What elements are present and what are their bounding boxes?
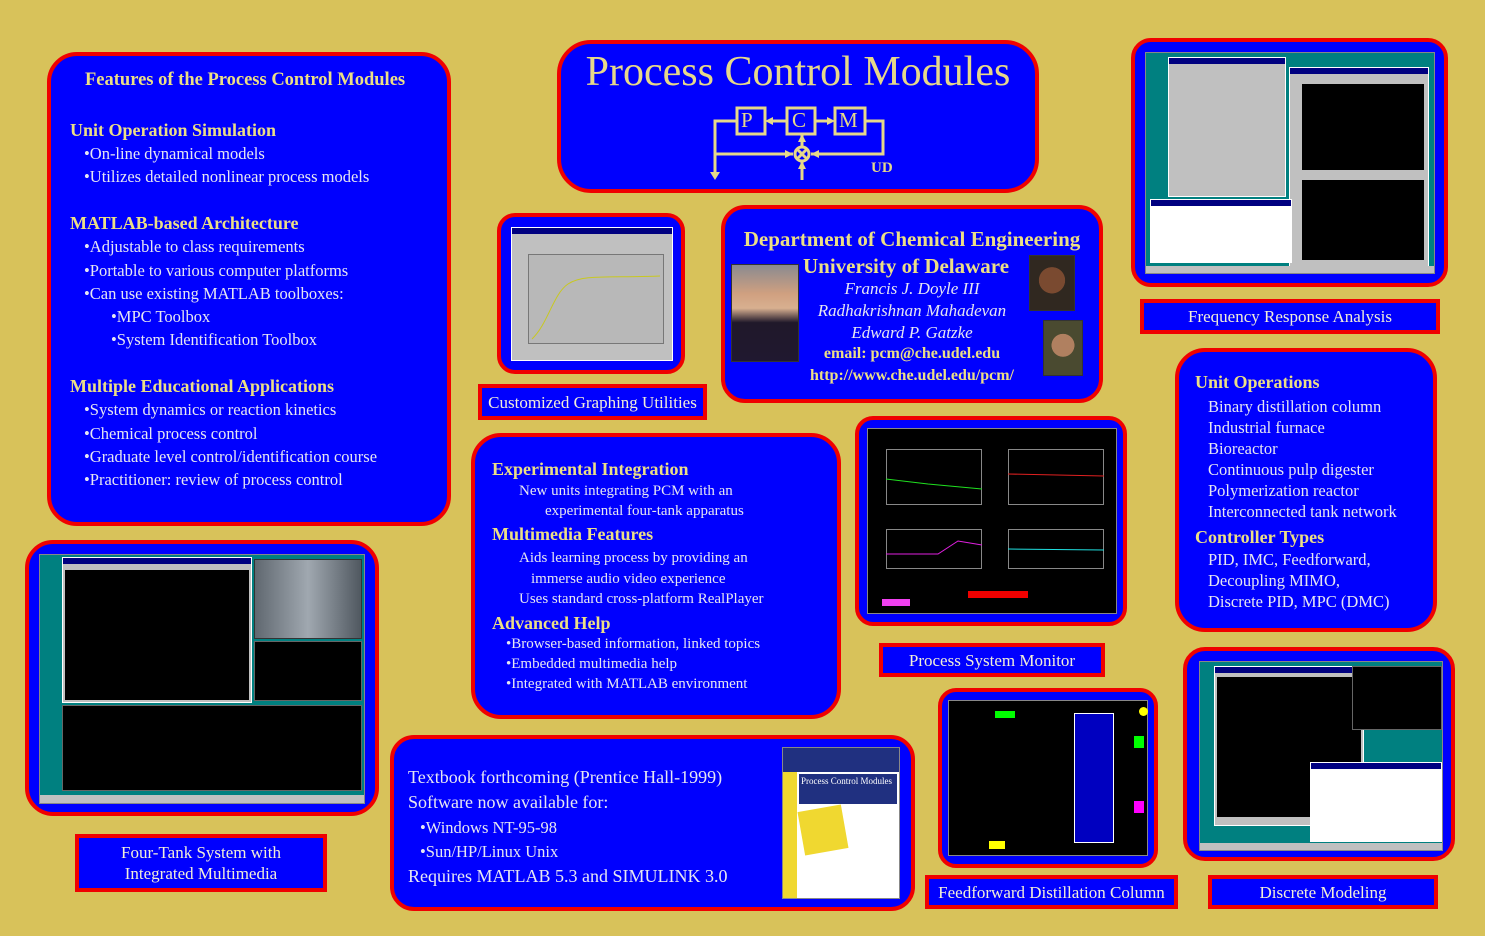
discrete-screenshot-panel [1183, 647, 1455, 861]
four-tank-caption: Four-Tank System with Integrated Multime… [75, 834, 327, 892]
department-panel: Department of Chemical Engineering Unive… [721, 205, 1103, 403]
caption-line: Four-Tank System with [121, 843, 281, 862]
author-photo [1043, 320, 1083, 376]
list-item: •Can use existing MATLAB toolboxes: [84, 284, 344, 303]
textbook-cover: Process Control Modules [782, 747, 900, 899]
list-item: •System dynamics or reaction kinetics [84, 400, 337, 419]
author-photo [1029, 255, 1075, 311]
caption-line: Integrated Multimedia [124, 864, 278, 883]
list-item: •Graduate level control/identification c… [84, 447, 378, 466]
feedforward-screenshot-panel [938, 688, 1158, 868]
list-item: •Utilizes detailed nonlinear process mod… [84, 167, 370, 186]
list-item: •Portable to various computer platforms [84, 261, 349, 280]
m-block: M [839, 108, 858, 132]
control-loop-diagram [710, 106, 885, 180]
poster-title: Process Control Modules [585, 49, 1011, 95]
text-line: •Windows NT-95-98 [420, 818, 557, 837]
features-title: Features of the Process Control Modules [85, 70, 406, 90]
list-item: •Practitioner: review of process control [84, 470, 343, 489]
frequency-screenshot [1145, 52, 1435, 274]
list-item: PID, IMC, Feedforward, [1208, 550, 1371, 569]
website-link[interactable]: http://www.che.udel.edu/pcm/ [809, 367, 1014, 384]
department-name: Department of Chemical Engineering [743, 227, 1081, 251]
text-line: experimental four-tank apparatus [545, 503, 744, 519]
features-panel: Features of the Process Control Modules … [47, 52, 451, 526]
list-item: Interconnected tank network [1208, 502, 1397, 521]
text-line: •Browser-based information, linked topic… [506, 636, 761, 652]
list-item: Bioreactor [1208, 439, 1278, 458]
monitor-screenshot [867, 428, 1117, 614]
text-line: •Embedded multimedia help [506, 656, 678, 672]
section-heading: Experimental Integration [492, 459, 689, 479]
text-line: •Integrated with MATLAB environment [506, 676, 748, 692]
list-item: •System Identification Toolbox [111, 330, 317, 349]
textbook-panel: Textbook forthcoming (Prentice Hall-1999… [390, 735, 915, 911]
graph-window-screenshot [511, 227, 673, 361]
contact-email[interactable]: email: pcm@che.udel.edu [823, 345, 1001, 362]
text-line: Software now available for: [408, 792, 609, 812]
unit-operations-panel: Unit Operations Binary distillation colu… [1175, 348, 1437, 632]
author-name: Edward P. Gatzke [851, 323, 973, 342]
list-item: Industrial furnace [1208, 418, 1325, 437]
section-heading: Multiple Educational Applications [70, 376, 335, 396]
list-item: •Adjustable to class requirements [84, 237, 305, 256]
cover-title: Process Control Modules [799, 774, 897, 804]
section-heading: Advanced Help [492, 613, 611, 633]
text-line: Textbook forthcoming (Prentice Hall-1999… [408, 767, 723, 787]
four-tank-screenshot [39, 554, 365, 804]
controller-types-heading: Controller Types [1195, 527, 1325, 547]
section-heading: Multimedia Features [492, 524, 654, 544]
experimental-panel: Experimental Integration New units integ… [471, 433, 841, 719]
c-block: C [792, 108, 807, 132]
section-heading: Unit Operation Simulation [70, 120, 277, 140]
text-line: Uses standard cross-platform RealPlayer [519, 591, 764, 607]
text-line: •Sun/HP/Linux Unix [420, 842, 559, 861]
section-heading: MATLAB-based Architecture [70, 213, 299, 233]
monitor-screenshot-panel [855, 416, 1127, 626]
text-line: Aids learning process by providing an [519, 550, 748, 566]
author-photo [731, 264, 799, 362]
list-item: Decoupling MIMO, [1208, 571, 1340, 590]
list-item: •MPC Toolbox [111, 307, 211, 326]
ud-logo: UD [871, 160, 893, 176]
discrete-screenshot [1199, 661, 1443, 851]
monitor-caption: Process System Monitor [879, 643, 1105, 677]
p-block: P [741, 108, 753, 132]
frequency-screenshot-panel [1131, 38, 1448, 287]
four-tank-screenshot-panel [25, 540, 379, 816]
feedforward-screenshot [948, 700, 1148, 856]
list-item: Binary distillation column [1208, 397, 1382, 416]
list-item: •On-line dynamical models [84, 144, 265, 163]
list-item: Continuous pulp digester [1208, 460, 1374, 479]
text-line: Requires MATLAB 5.3 and SIMULINK 3.0 [408, 866, 728, 886]
list-item: Discrete PID, MPC (DMC) [1208, 592, 1390, 611]
author-name: Francis J. Doyle III [844, 279, 980, 298]
text-line: New units integrating PCM with an [519, 483, 733, 499]
graphing-caption: Customized Graphing Utilities [478, 384, 707, 420]
graphing-screenshot-panel [497, 213, 685, 374]
unit-ops-heading: Unit Operations [1195, 372, 1320, 392]
author-name: Radhakrishnan Mahadevan [817, 301, 1007, 320]
title-panel: Process Control Modules P C M UD [557, 40, 1039, 193]
discrete-caption: Discrete Modeling [1208, 875, 1438, 909]
feedforward-caption: Feedforward Distillation Column [925, 875, 1178, 909]
frequency-caption: Frequency Response Analysis [1140, 299, 1440, 334]
list-item: Polymerization reactor [1208, 481, 1359, 500]
university-name: University of Delaware [803, 254, 1010, 278]
text-line: immerse audio video experience [531, 571, 726, 587]
list-item: •Chemical process control [84, 424, 258, 443]
